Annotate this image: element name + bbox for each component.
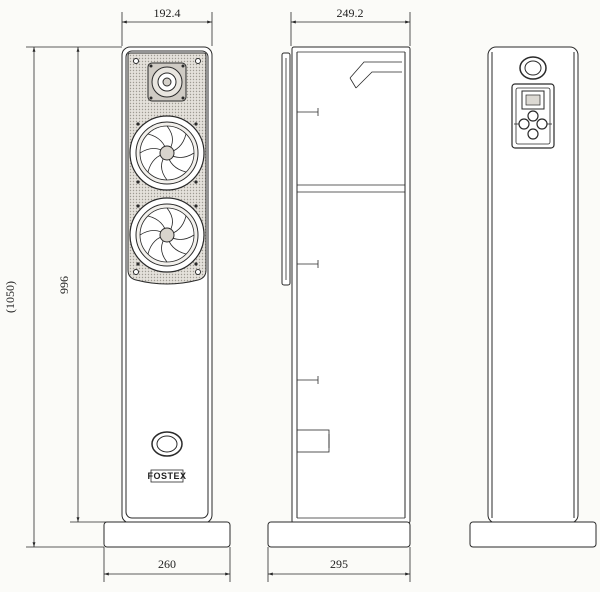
- side-base: [267, 521, 411, 548]
- bass-port-icon: [151, 431, 183, 457]
- side-base-depth-label: 295: [330, 557, 348, 571]
- screw-icon: [195, 269, 201, 275]
- woofer-lower-icon: [129, 197, 205, 273]
- side-depth-dimension: 249.2: [290, 6, 411, 46]
- side-base-depth-dimension: 295: [267, 547, 411, 582]
- front-view: 192.4 (1050) 996: [3, 6, 231, 582]
- brand-badge-text: FOSTEX: [147, 471, 186, 481]
- front-base-width-label: 260: [158, 557, 176, 571]
- body-height-label: 996: [57, 276, 71, 294]
- tweeter-chamber-outline: [349, 61, 402, 89]
- rear-port-icon: [519, 56, 547, 80]
- binding-post-icon: [527, 110, 539, 122]
- total-height-dimension: (1050): [3, 46, 122, 548]
- front-base-width-dimension: 260: [103, 547, 231, 582]
- screw-icon: [133, 58, 139, 64]
- total-height-label: (1050): [3, 281, 17, 313]
- front-base: [103, 521, 231, 548]
- binding-post-icon: [527, 128, 539, 140]
- side-depth-label: 249.2: [337, 6, 364, 20]
- front-width-label: 192.4: [154, 6, 181, 20]
- front-width-dimension: 192.4: [121, 6, 213, 46]
- rear-view: [469, 46, 597, 548]
- screw-icon: [133, 269, 139, 275]
- binding-post-icon: [536, 118, 548, 130]
- brand-badge: [150, 469, 184, 483]
- screw-icon: [195, 58, 201, 64]
- speaker-terminal-panel: [511, 83, 555, 149]
- side-view: 249.2 295: [267, 6, 411, 582]
- woofer-upper-icon: [129, 115, 205, 191]
- front-cabinet-inner: [125, 50, 209, 519]
- tweeter-icon: [147, 62, 187, 102]
- body-height-dimension: 996: [57, 47, 122, 523]
- rear-base: [469, 521, 597, 548]
- binding-post-icon: [518, 118, 530, 130]
